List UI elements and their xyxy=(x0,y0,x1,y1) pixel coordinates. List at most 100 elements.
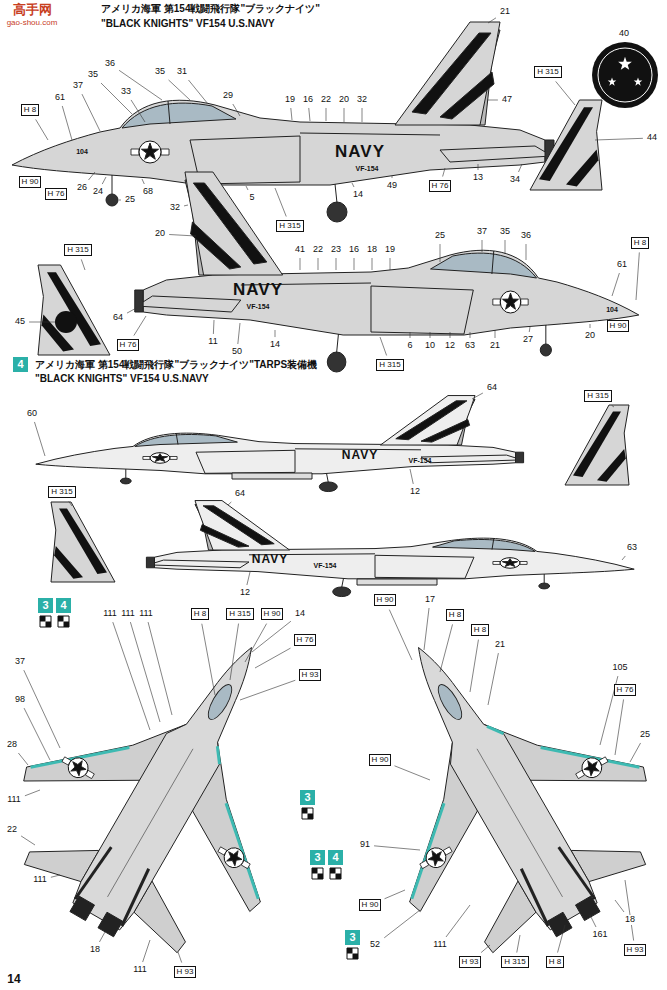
callout-number: 13 xyxy=(472,173,484,183)
paint-code: H 90 xyxy=(19,176,42,189)
leader-line xyxy=(143,940,150,962)
leader-line xyxy=(612,273,619,296)
step-badge: 4 xyxy=(13,357,28,372)
leader-line xyxy=(178,952,182,963)
callout-number: 98 xyxy=(14,695,26,705)
aircraft-bottom-view xyxy=(302,580,667,990)
leader-line xyxy=(99,932,105,942)
leader-line xyxy=(102,177,106,184)
leader-line xyxy=(636,252,639,300)
callout-number: 25 xyxy=(124,195,136,205)
callout-number: 64 xyxy=(486,383,498,393)
callout-number: 35 xyxy=(87,70,99,80)
callout-number: 64 xyxy=(112,313,124,323)
paint-code: H 8 xyxy=(631,237,649,250)
paint-code: H 315 xyxy=(64,244,91,257)
leader-line xyxy=(238,323,240,344)
callout-number: 47 xyxy=(501,95,513,105)
leader-line xyxy=(487,100,498,101)
callout-number: 16 xyxy=(302,95,314,105)
leader-line xyxy=(395,766,431,780)
callout-number: 63 xyxy=(626,543,638,553)
leader-line xyxy=(470,640,478,692)
callout-number: 18 xyxy=(89,945,101,955)
leader-line xyxy=(309,108,310,121)
leader-line xyxy=(446,905,470,937)
leader-line xyxy=(472,393,483,399)
section-heading: アメリカ海軍 第154戦闘飛行隊"ブラックナイツ"TARPS装備機 xyxy=(34,359,318,370)
callout-number: 29 xyxy=(222,91,234,101)
callout-number: 61 xyxy=(54,93,66,103)
leader-line xyxy=(595,138,643,140)
callout-number: 35 xyxy=(499,227,511,237)
callout-number: 111 xyxy=(138,609,154,619)
callout-number: 37 xyxy=(72,81,84,91)
callout-number: 19 xyxy=(384,245,396,255)
leader-line xyxy=(495,330,496,338)
tarps-pod xyxy=(232,473,312,479)
leader-line xyxy=(275,330,276,337)
leader-line xyxy=(230,624,239,680)
leader-line xyxy=(18,753,28,765)
leader-line xyxy=(21,836,35,845)
checker-flag-icon xyxy=(302,808,313,819)
leader-line xyxy=(615,900,624,912)
callout-number: 49 xyxy=(386,181,398,191)
callout-number: 17 xyxy=(424,595,436,605)
checker-flag-icon xyxy=(347,948,358,959)
paint-code: H 90 xyxy=(359,899,382,912)
callout-number: 24 xyxy=(92,187,104,197)
checker-flag-icon xyxy=(58,616,69,627)
paint-code: H 8 xyxy=(546,956,564,969)
paint-code: H 315 xyxy=(376,359,403,372)
paint-code: H 315 xyxy=(501,956,528,969)
leader-line xyxy=(300,258,301,270)
paint-code: H 76 xyxy=(117,339,140,352)
squadron-emblem xyxy=(634,78,643,86)
paint-code: H 8 xyxy=(191,608,209,621)
step-number: 4 xyxy=(60,600,66,611)
callout-number: 12 xyxy=(239,588,251,598)
callout-number: 25 xyxy=(639,730,651,740)
leader-line xyxy=(622,556,625,560)
leader-line xyxy=(390,258,391,270)
callout-number: 25 xyxy=(434,231,446,241)
aircraft-top-view xyxy=(0,580,368,990)
page-heading: アメリカ海軍 第154戦闘飛行隊"ブラックナイツ" xyxy=(100,3,321,14)
callout-number: 37 xyxy=(476,227,488,237)
leader-line xyxy=(130,622,160,722)
paint-code: H 76 xyxy=(429,180,452,193)
aircraft-side-view xyxy=(36,396,524,492)
callout-number: 10 xyxy=(424,341,436,351)
leader-line xyxy=(558,925,565,953)
leader-line xyxy=(169,80,190,100)
leader-line xyxy=(450,332,451,338)
tarps-pod xyxy=(357,579,437,585)
leader-line xyxy=(233,104,240,116)
leader-line xyxy=(488,18,496,23)
paint-code: H 76 xyxy=(294,634,317,647)
squadron-emblem xyxy=(592,42,658,108)
leader-line xyxy=(81,259,85,270)
leader-line xyxy=(505,240,506,254)
marking-text: VF-154 xyxy=(247,303,270,311)
leader-line xyxy=(113,622,150,730)
leader-line xyxy=(89,172,96,180)
paint-code: H 8 xyxy=(446,609,464,622)
leader-line xyxy=(362,108,363,122)
leader-line xyxy=(482,240,483,252)
callout-number: 161 xyxy=(591,930,608,940)
callout-number: 61 xyxy=(616,260,628,270)
callout-number: 52 xyxy=(369,940,381,950)
callout-number: 20 xyxy=(338,95,350,105)
marking-text: 104 xyxy=(76,148,88,156)
leader-line xyxy=(246,186,248,190)
paint-code: H 90 xyxy=(369,754,392,767)
leader-line xyxy=(169,235,196,236)
leader-line xyxy=(529,327,531,332)
callout-number: 45 xyxy=(14,317,26,327)
callout-number: 60 xyxy=(26,409,38,419)
callout-number: 21 xyxy=(499,7,511,17)
squadron-emblem xyxy=(618,57,632,70)
